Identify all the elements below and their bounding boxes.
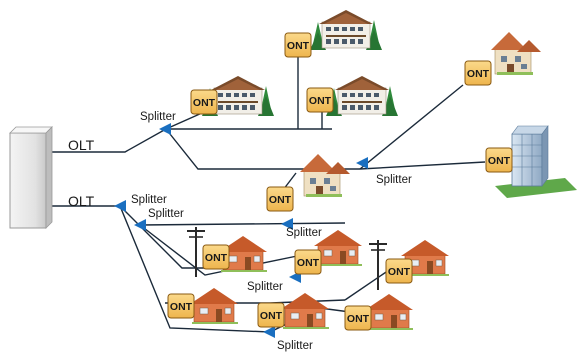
ont-box: ONT <box>294 249 322 275</box>
splitter-arrow <box>281 218 293 230</box>
ont-label: ONT <box>205 252 228 264</box>
ont-label: ONT <box>193 97 216 109</box>
house-icon <box>189 287 239 325</box>
splitter-label: Splitter <box>277 340 313 352</box>
ont-label: ONT <box>170 301 193 313</box>
olt-label-top: OLT <box>68 137 95 153</box>
ont-box: ONT <box>385 258 413 284</box>
splitter-label: Splitter <box>286 227 322 239</box>
ont-label: ONT <box>269 194 292 206</box>
ont-label: ONT <box>287 40 310 52</box>
office-tower-icon <box>495 125 577 198</box>
ont-box: ONT <box>266 186 294 212</box>
ont-label: ONT <box>260 310 283 322</box>
ont-label: ONT <box>309 95 332 107</box>
house-icon <box>364 293 414 331</box>
ont-label: ONT <box>488 155 511 167</box>
splitter-label: Splitter <box>376 174 412 186</box>
chalet-icon <box>309 9 383 51</box>
ont-box: ONT <box>190 89 218 115</box>
ont-box: ONT <box>485 147 513 173</box>
ont-label: ONT <box>467 68 490 80</box>
villa-icon <box>299 153 351 198</box>
chalet-icon <box>325 75 399 117</box>
ont-box: ONT <box>202 244 230 270</box>
splitter-arrow <box>356 157 368 169</box>
ont-box: ONT <box>344 305 372 331</box>
villa-icon <box>490 31 542 76</box>
ont-box: ONT <box>464 60 492 86</box>
ont-label: ONT <box>297 257 320 269</box>
splitter-arrow <box>263 326 275 338</box>
splitter-arrow <box>114 200 126 212</box>
splitter-label: Splitter <box>148 208 184 220</box>
ont-label: ONT <box>388 266 411 278</box>
ont-label: ONT <box>347 313 370 325</box>
ont-box: ONT <box>257 302 285 328</box>
splitter-label: Splitter <box>131 194 167 206</box>
splitter-arrow <box>134 219 146 231</box>
splitter-label: Splitter <box>140 111 176 123</box>
splitter-arrow <box>159 123 171 135</box>
olt-label-bottom: OLT <box>68 193 95 209</box>
splitter-label: Splitter <box>247 281 283 293</box>
ont-box: ONT <box>167 293 195 319</box>
utility-pole-icon <box>186 226 206 278</box>
house-icon <box>280 292 330 330</box>
ont-box: ONT <box>306 87 334 113</box>
olt-cabinet <box>9 126 53 229</box>
ont-box: ONT <box>284 32 312 58</box>
